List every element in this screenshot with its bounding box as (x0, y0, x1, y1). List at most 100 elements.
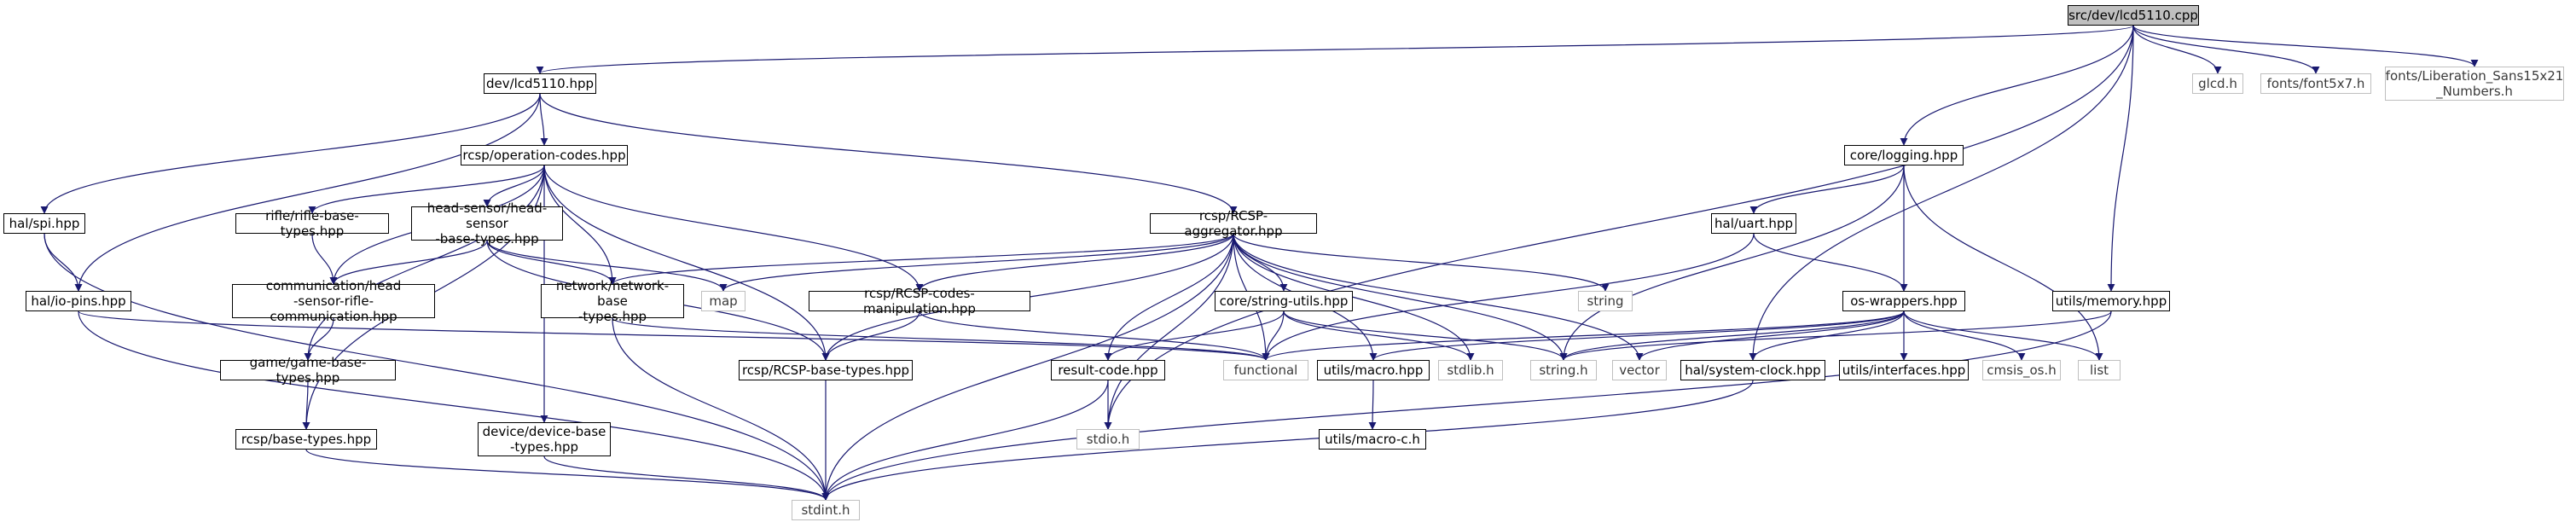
edge-uart-to-os_wrappers (1753, 233, 1908, 292)
node-string-h: string.h (1530, 360, 1597, 380)
edge-game_base-to-rcsp_base (302, 380, 310, 430)
edge-lcd5110_cpp-to-system_clock (1749, 25, 2134, 361)
dependency-edges (40, 25, 2479, 501)
edge-lcd5110_cpp-to-glcd_h (2132, 25, 2222, 74)
node-list: list (2078, 360, 2121, 380)
node-map: map (701, 291, 746, 311)
edge-operation_codes-to-game_base (304, 165, 545, 361)
node-font5x7-h: fonts/font5x7.h (2260, 73, 2371, 94)
node-vector: vector (1612, 360, 1667, 380)
node-string-utils[interactable]: core/string-utils.hpp (1215, 291, 1353, 311)
node-utils-macro[interactable]: utils/macro.hpp (1317, 360, 1430, 380)
edge-os_wrappers-to-list (1903, 310, 2103, 361)
node-uart[interactable]: hal/uart.hpp (1711, 213, 1796, 234)
edge-operation_codes-to-codes_manipulation (543, 165, 924, 292)
edge-string_utils-to-string_h (1283, 310, 1568, 361)
edge-io_pins-to-stdint (78, 310, 830, 501)
node-system-clock[interactable]: hal/system-clock.hpp (1680, 360, 1825, 380)
edge-rcsp_aggregator-to-map (719, 233, 1234, 292)
node-stdio: stdio.h (1076, 429, 1140, 450)
edge-rcsp_aggregator-to-stdint (821, 233, 1234, 501)
edge-system_clock-to-stdint (821, 380, 1754, 501)
edge-codes_manipulation-to-rcsp_base_types (821, 310, 920, 361)
edge-operation_codes-to-rifle_base_types (308, 165, 545, 214)
node-lcd5110-hpp[interactable]: dev/lcd5110.hpp (484, 73, 596, 94)
edge-device_base-to-stdint (543, 455, 830, 501)
edge-lcd5110_hpp-to-spi (40, 93, 541, 214)
node-string: string (1578, 291, 1633, 311)
node-game-base[interactable]: game/game-base-types.hpp (220, 355, 396, 386)
edge-lcd5110_cpp-to-stdio (1104, 25, 2134, 430)
edge-lcd5110_hpp-to-io_pins (74, 93, 541, 292)
edge-rcsp_aggregator-to-codes_manipulation (915, 233, 1234, 292)
edge-comm_head_sensor-to-game_base (304, 317, 334, 361)
edge-operation_codes-to-rcsp_base_types (543, 165, 830, 361)
edge-operation_codes-to-head_sensor (483, 165, 545, 207)
node-macro-c[interactable]: utils/macro-c.h (1319, 429, 1426, 450)
edge-os_wrappers-to-functional (1262, 310, 1905, 361)
edge-rcsp_aggregator-to-network_base (608, 233, 1234, 285)
node-functional: functional (1223, 360, 1308, 380)
edge-os_wrappers-to-cmsis_os (1903, 310, 2026, 361)
edge-os_wrappers-to-string_h (1559, 310, 1905, 361)
node-rifle-base-types[interactable]: rifle/rifle-base-types.hpp (235, 208, 389, 239)
node-glcd-h: glcd.h (2192, 73, 2243, 94)
edge-string_utils-to-stdlib (1283, 310, 1475, 361)
node-rcsp-base[interactable]: rcsp/base-types.hpp (235, 429, 377, 450)
node-stdint: stdint.h (792, 500, 860, 520)
edge-rcsp_base-to-stdint (305, 449, 830, 501)
edge-memory-to-string_h (1559, 310, 2112, 361)
edge-operation_codes-to-network_base (543, 165, 617, 285)
node-rcsp-base-types[interactable]: rcsp/RCSP-base-types.hpp (739, 360, 913, 380)
edge-head_sensor-to-network_base (486, 240, 617, 285)
edge-lcd5110_hpp-to-rcsp_aggregator (539, 93, 1238, 214)
node-result-code[interactable]: result-code.hpp (1051, 360, 1165, 380)
edge-lcd5110_cpp-to-lcd5110_hpp (537, 25, 2134, 74)
edge-os_wrappers-to-vector (1635, 310, 1905, 361)
edge-lcd5110_cpp-to-liberation_h (2132, 25, 2479, 67)
node-io-pins[interactable]: hal/io-pins.hpp (26, 291, 131, 311)
edge-rcsp_aggregator-to-result_code (1104, 233, 1234, 361)
node-memory[interactable]: utils/memory.hpp (2052, 291, 2170, 311)
edge-spi-to-stdint (44, 233, 830, 501)
edge-head_sensor-to-map (486, 240, 728, 292)
edge-memory-to-stdint (821, 310, 2112, 501)
edge-rcsp_aggregator-to-string_utils (1233, 233, 1288, 292)
edge-lcd5110_hpp-to-operation_codes (539, 93, 548, 146)
node-operation-codes[interactable]: rcsp/operation-codes.hpp (461, 145, 628, 165)
edge-head_sensor-to-comm_head_sensor (329, 240, 488, 285)
node-interfaces[interactable]: utils/interfaces.hpp (1839, 360, 1969, 380)
edge-rcsp_aggregator-to-stdio (1104, 233, 1234, 430)
node-device-base[interactable]: device/device-base -types.hpp (478, 422, 611, 456)
edge-rcsp_aggregator-to-string (1233, 233, 1610, 292)
node-head-sensor[interactable]: head-sensor/head-sensor -base-types.hpp (411, 200, 563, 247)
node-codes-manipulation[interactable]: rcsp/RCSP-codes-manipulation.hpp (809, 286, 1030, 316)
node-os-wrappers[interactable]: os-wrappers.hpp (1842, 291, 1965, 311)
node-network-base[interactable]: network/network-base -types.hpp (541, 278, 684, 324)
edge-codes_manipulation-to-functional (919, 310, 1270, 361)
edge-lcd5110_cpp-to-font5x7_h (2132, 25, 2320, 74)
node-lcd5110-cpp[interactable]: src/dev/lcd5110.cpp (2068, 5, 2199, 26)
edge-uart-to-functional (1262, 233, 1755, 361)
node-rcsp-aggregator[interactable]: rcsp/RCSP-aggregator.hpp (1150, 208, 1317, 239)
edge-io_pins-to-functional (78, 310, 1270, 361)
edge-utils_macro-to-macro_c (1368, 380, 1377, 430)
edge-lcd5110_cpp-to-logging (1900, 25, 2134, 146)
edge-network_base-to-functional (612, 317, 1270, 361)
node-logging[interactable]: core/logging.hpp (1844, 145, 1964, 165)
edge-string_utils-to-result_code (1104, 310, 1285, 361)
edge-logging-to-list (1903, 165, 2103, 361)
edge-logging-to-string_h (1559, 165, 1905, 361)
edge-os_wrappers-to-utils_macro (1369, 310, 1905, 361)
node-cmsis-os: cmsis_os.h (1982, 360, 2061, 380)
edge-rifle_base_types-to-comm_head_sensor (311, 233, 338, 285)
edge-network_base-to-stdint (612, 317, 830, 501)
edge-lcd5110_cpp-to-memory (2107, 25, 2134, 292)
node-comm-head-sensor[interactable]: communication/head -sensor-rifle-communi… (232, 278, 435, 324)
edge-result_code-to-stdint (821, 380, 1109, 501)
edge-spi-to-io_pins (44, 233, 83, 292)
node-stdlib: stdlib.h (1438, 360, 1503, 380)
node-liberation-h: fonts/Liberation_Sans15x21 _Numbers.h (2385, 67, 2564, 101)
node-spi[interactable]: hal/spi.hpp (3, 213, 85, 234)
